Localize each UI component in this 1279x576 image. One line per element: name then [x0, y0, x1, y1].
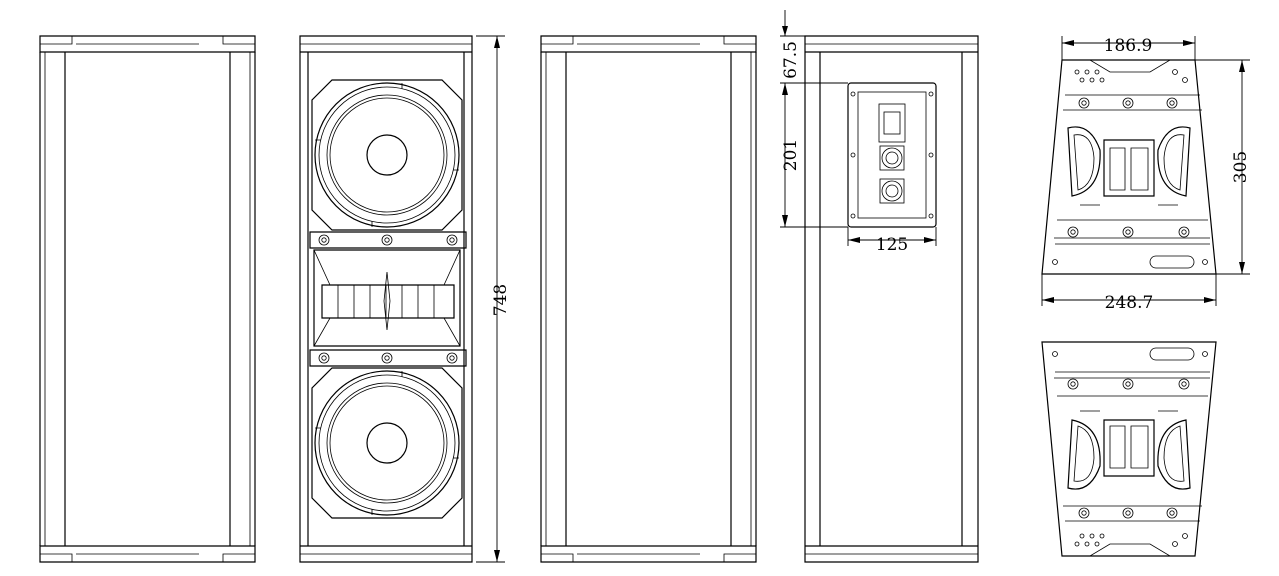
- top-width-label: 186.9: [1104, 36, 1153, 56]
- panel-width-label: 125: [876, 235, 908, 255]
- top-offset-dimension: 67.5: [780, 10, 812, 79]
- height-dimension: 748: [476, 35, 511, 563]
- top-offset-label: 67.5: [781, 41, 801, 79]
- woofer-lower: [311, 367, 463, 519]
- bracket-height-label: 305: [1231, 151, 1251, 183]
- panel-width-dimension: 125: [847, 227, 937, 255]
- rigging-bracket-bottom: [1042, 342, 1216, 556]
- front-view: [299, 35, 473, 563]
- bottom-width-label: 248.7: [1105, 293, 1154, 313]
- side-view-right: [540, 35, 757, 563]
- bottom-width-dimension: 248.7: [1041, 274, 1217, 313]
- panel-height-dimension: 201: [780, 82, 848, 228]
- rigging-bracket-top: [1042, 60, 1216, 274]
- top-width-dimension: 186.9: [1061, 36, 1196, 60]
- bracket-height-dimension: 305: [1195, 59, 1251, 275]
- woofer-upper: [311, 79, 463, 231]
- rear-view: [804, 35, 979, 563]
- height-label: 748: [491, 284, 511, 316]
- horn-section: [309, 231, 467, 367]
- input-panel: [847, 82, 937, 228]
- panel-height-label: 201: [781, 139, 801, 171]
- side-view-left: [39, 35, 256, 563]
